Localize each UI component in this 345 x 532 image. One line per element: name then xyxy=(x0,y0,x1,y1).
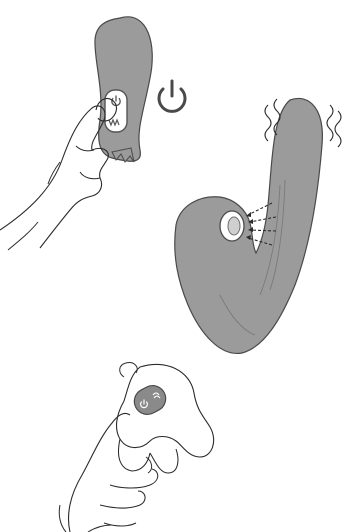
device-in-hand-svg xyxy=(0,345,345,532)
remote-body xyxy=(95,17,152,161)
device-in-use-illustration xyxy=(160,85,345,365)
wrist-outline-bottom xyxy=(59,505,112,532)
device-body xyxy=(175,98,323,353)
hand-outline-top xyxy=(0,106,108,248)
fingers-outline xyxy=(100,439,178,526)
suction-head-inner xyxy=(228,217,240,235)
device-in-use-svg xyxy=(160,85,345,365)
device-body-bottom xyxy=(117,364,214,457)
device-in-hand-illustration xyxy=(0,345,345,532)
finger-lines xyxy=(48,146,100,184)
wrist-line xyxy=(8,222,38,250)
vibration-lines-right xyxy=(327,105,341,147)
